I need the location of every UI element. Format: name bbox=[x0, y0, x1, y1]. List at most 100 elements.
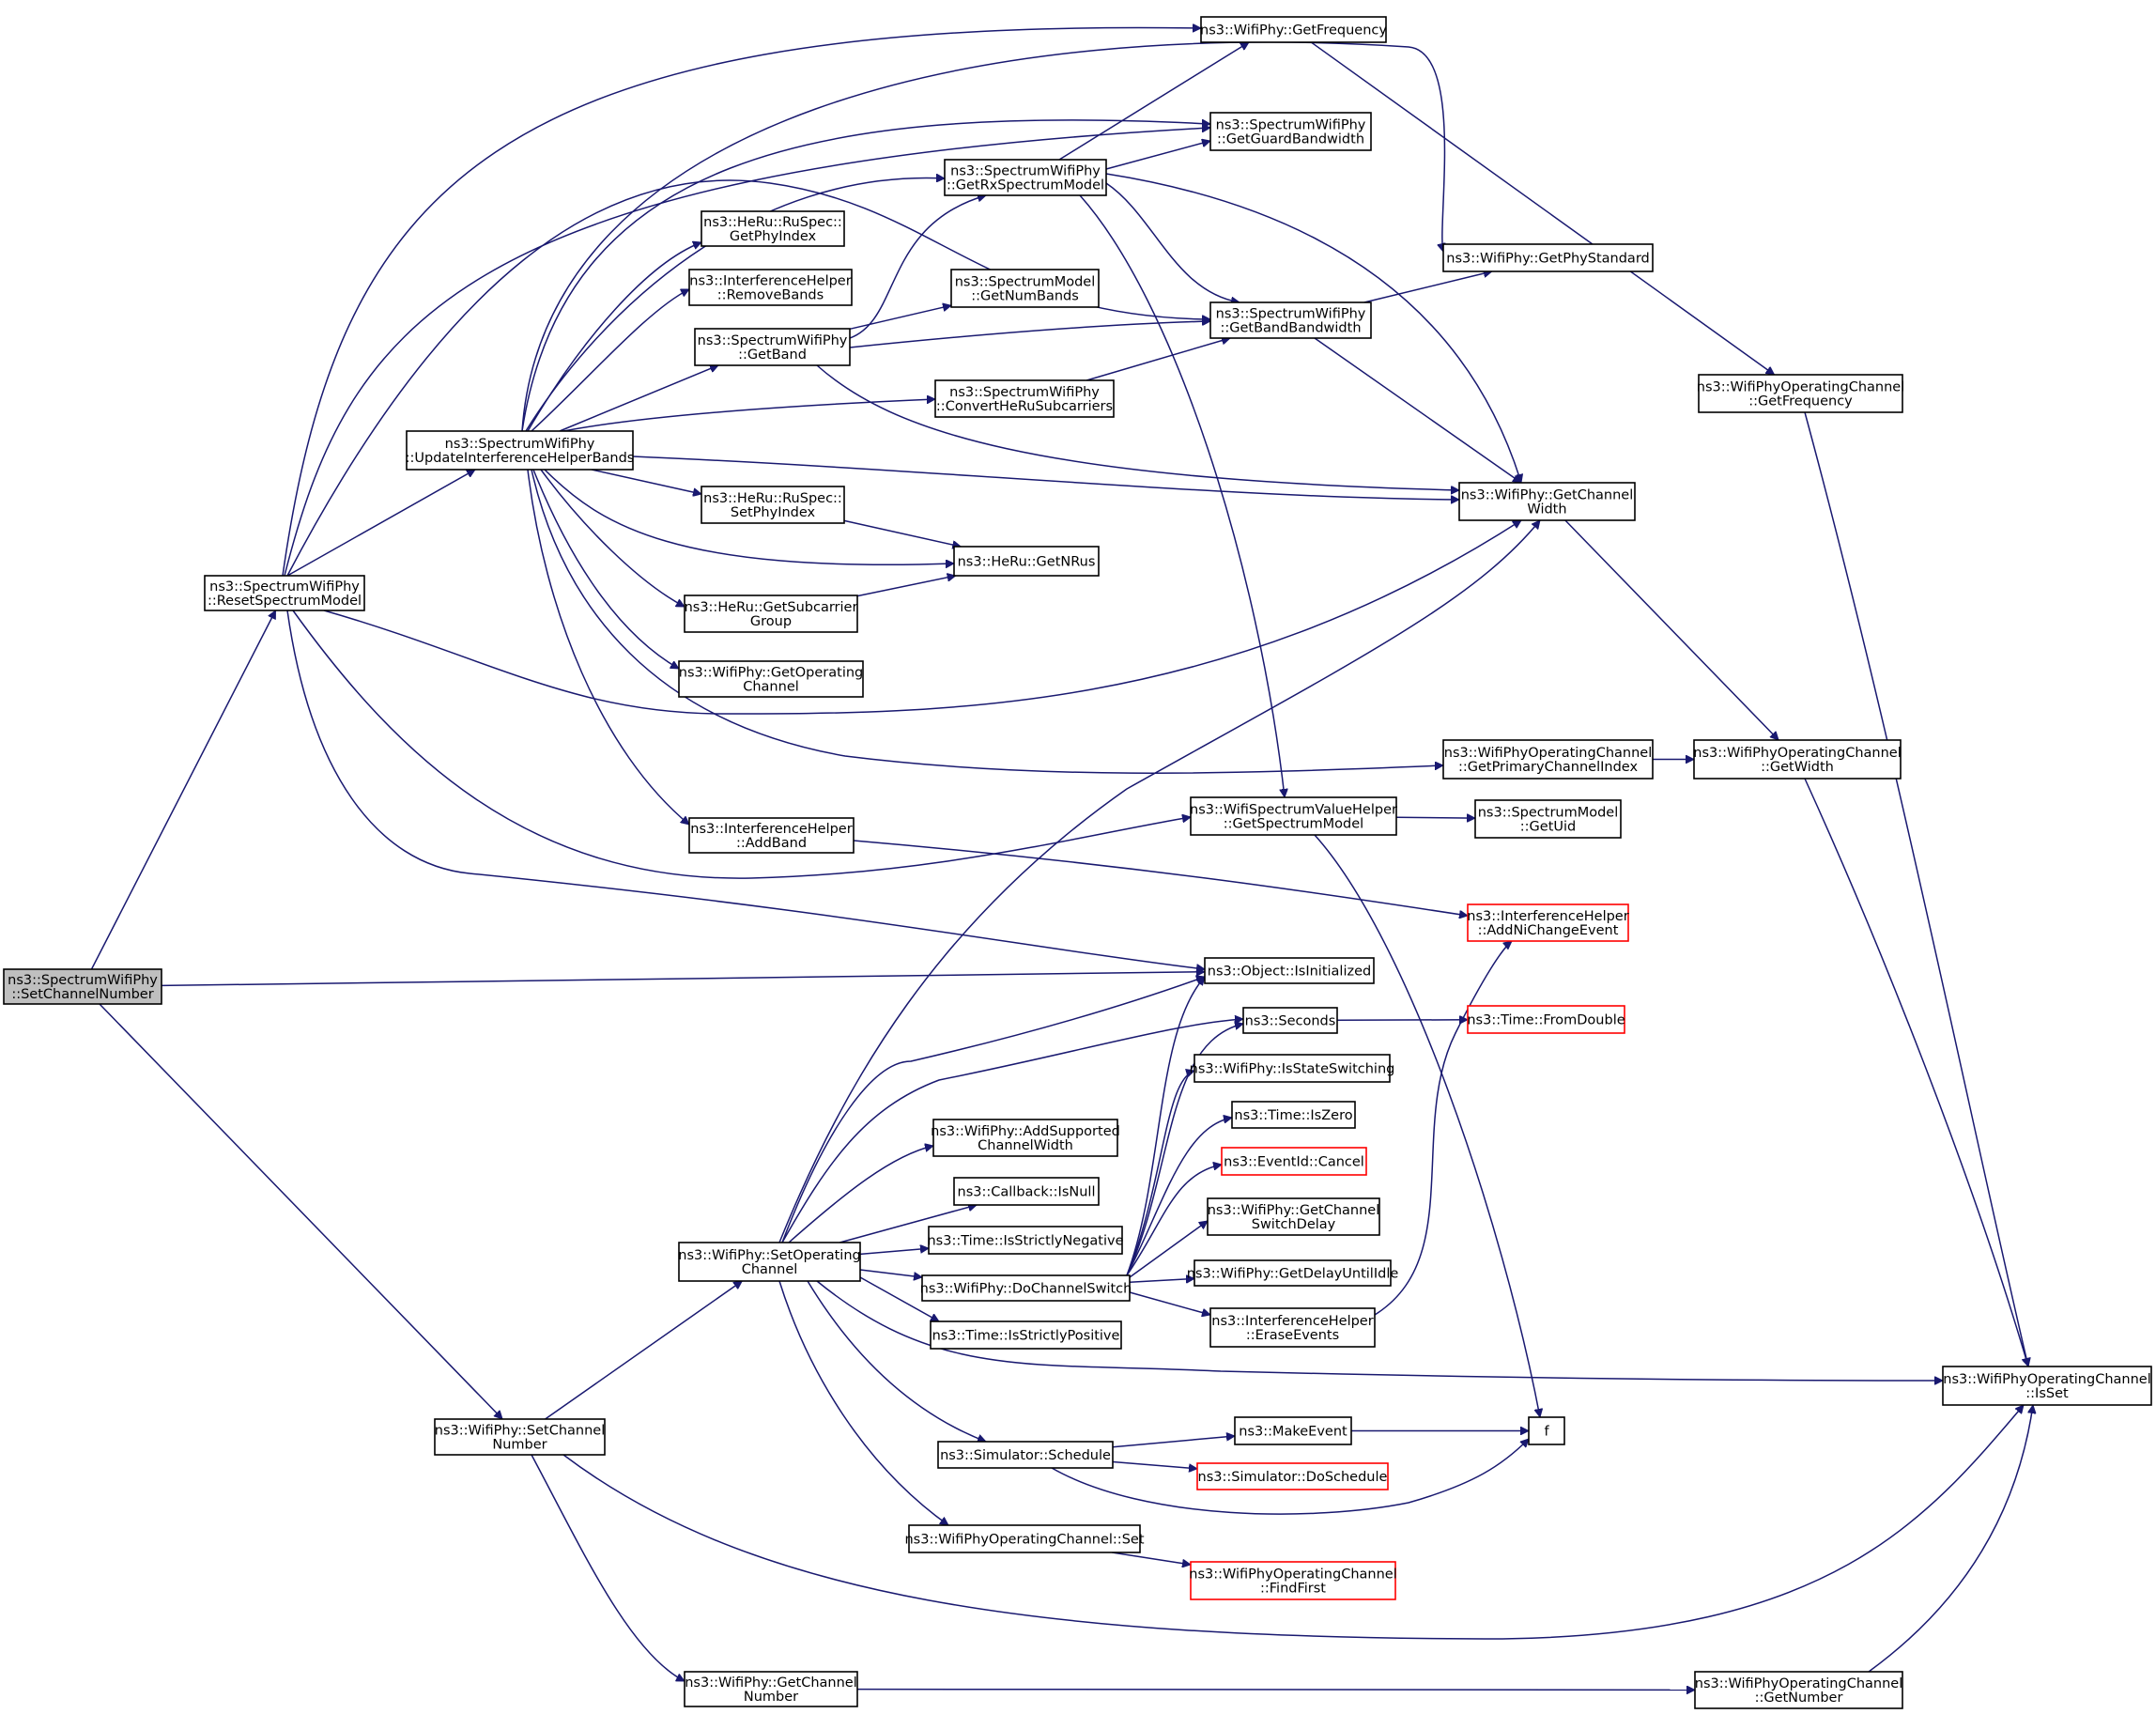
node-wsvgetsm[interactable]: ns3::WifiSpectrumValueHelper::GetSpectru… bbox=[1190, 796, 1397, 836]
node-guardbw[interactable]: ns3::SpectrumWifiPhy::GetGuardBandwidth bbox=[1209, 112, 1372, 151]
node-addband[interactable]: ns3::InterferenceHelper::AddBand bbox=[688, 817, 855, 854]
node-box bbox=[1190, 1561, 1396, 1600]
node-label: ns3::WifiPhyOperatingChannel bbox=[1444, 746, 1652, 761]
node-simsched[interactable]: ns3::Simulator::Schedule bbox=[937, 1441, 1114, 1469]
edge-updbands-to-convheru bbox=[562, 399, 935, 432]
node-box bbox=[1693, 739, 1902, 780]
node-box bbox=[1209, 112, 1372, 151]
node-rugetphy[interactable]: ns3::HeRu::RuSpec::GetPhyIndex bbox=[701, 210, 845, 247]
edge-dochsw-to-erase bbox=[1129, 1291, 1210, 1315]
node-label: Number bbox=[492, 1438, 547, 1453]
node-fromdouble[interactable]: ns3::Time::FromDouble bbox=[1467, 1005, 1625, 1034]
node-box bbox=[1207, 1197, 1380, 1236]
node-primidx[interactable]: ns3::WifiPhyOperatingChannel::GetPrimary… bbox=[1442, 739, 1654, 780]
edge-subgroup-to-getnrus bbox=[856, 576, 956, 597]
edge-bandbw-to-getphystd bbox=[1363, 271, 1492, 303]
node-box bbox=[1458, 482, 1636, 521]
node-label: ns3::InterferenceHelper bbox=[1211, 1314, 1373, 1329]
edge-wsvgetsm-to-smgetuid bbox=[1395, 817, 1475, 818]
node-isstatesw[interactable]: ns3::WifiPhy::IsStateSwitching bbox=[1190, 1054, 1395, 1083]
node-f[interactable]: f bbox=[1528, 1416, 1565, 1445]
node-label: Number bbox=[744, 1690, 798, 1705]
node-bandbw[interactable]: ns3::SpectrumWifiPhy::GetBandBandwidth bbox=[1209, 301, 1372, 339]
node-box bbox=[1190, 796, 1397, 836]
node-label: ::IsSet bbox=[2025, 1386, 2069, 1401]
edge-wocset-to-findfirst bbox=[1112, 1552, 1191, 1565]
node-numbands[interactable]: ns3::SpectrumModel::GetNumBands bbox=[950, 269, 1100, 308]
node-iszero[interactable]: ns3::Time::IsZero bbox=[1231, 1101, 1356, 1129]
node-label: ns3::InterferenceHelper bbox=[1467, 909, 1628, 924]
node-label: ::GetWidth bbox=[1761, 760, 1834, 775]
node-rusetphy[interactable]: ns3::HeRu::RuSpec::SetPhyIndex bbox=[701, 486, 845, 524]
node-dochsw[interactable]: ns3::WifiPhy::DoChannelSwitch bbox=[920, 1274, 1132, 1302]
edge-updbands-to-guardbw bbox=[521, 120, 1210, 432]
node-label: ns3::HeRu::GetNRus bbox=[958, 555, 1096, 570]
edge-setopch-to-isinit bbox=[781, 977, 1205, 1243]
node-cbisnull[interactable]: ns3::Callback::IsNull bbox=[953, 1177, 1100, 1206]
edge-updbands-to-getchwidth bbox=[632, 456, 1459, 500]
node-label: f bbox=[1544, 1425, 1549, 1440]
node-wsetchan[interactable]: ns3::WifiPhy::SetChannelNumber bbox=[434, 1418, 606, 1456]
node-label: SetPhyIndex bbox=[731, 505, 816, 520]
edge-reset-to-updbands bbox=[286, 469, 475, 577]
node-box bbox=[1467, 903, 1629, 942]
edge-setopch-to-strictpos bbox=[859, 1276, 939, 1322]
edge-setopch-to-getchwidth bbox=[778, 520, 1540, 1243]
edge-getband-to-getrxsm bbox=[849, 195, 986, 339]
node-box bbox=[908, 1524, 1141, 1553]
node-convheru[interactable]: ns3::SpectrumWifiPhy::ConvertHeRuSubcarr… bbox=[934, 379, 1115, 418]
node-wocwidth[interactable]: ns3::WifiPhyOperatingChannel::GetWidth bbox=[1693, 739, 1902, 780]
node-evcancel[interactable]: ns3::EventId::Cancel bbox=[1221, 1147, 1367, 1176]
node-box bbox=[944, 159, 1107, 196]
node-seconds[interactable]: ns3::Seconds bbox=[1242, 1007, 1338, 1034]
node-reset[interactable]: ns3::SpectrumWifiPhy::ResetSpectrumModel bbox=[204, 575, 365, 611]
node-dosched[interactable]: ns3::Simulator::DoSchedule bbox=[1196, 1462, 1389, 1490]
node-wocisset[interactable]: ns3::WifiPhyOperatingChannel::IsSet bbox=[1942, 1366, 2152, 1406]
node-box bbox=[1942, 1366, 2152, 1406]
node-wocfreq[interactable]: ns3::WifiPhyOperatingChannel::GetFrequen… bbox=[1697, 374, 1904, 413]
node-label: ns3::InterferenceHelper bbox=[690, 822, 852, 837]
node-label: ns3::WifiPhy::GetChannel bbox=[1208, 1203, 1380, 1218]
node-addnichange[interactable]: ns3::InterferenceHelper::AddNiChangeEven… bbox=[1467, 903, 1629, 942]
edge-getrxsm-to-getfreq bbox=[1058, 41, 1249, 161]
node-findfirst[interactable]: ns3::WifiPhyOperatingChannel::FindFirst bbox=[1189, 1561, 1397, 1600]
edge-updbands-to-wgetopch bbox=[532, 469, 679, 670]
node-label: ::EraseEvents bbox=[1246, 1328, 1339, 1343]
node-label: ns3::Time::IsStrictlyPositive bbox=[932, 1329, 1120, 1344]
edge-getband-to-bandbw bbox=[849, 321, 1210, 348]
node-getrxsm[interactable]: ns3::SpectrumWifiPhy::GetRxSpectrumModel bbox=[944, 159, 1107, 196]
node-label: ns3::WifiPhy::DoChannelSwitch bbox=[920, 1282, 1132, 1297]
node-updbands[interactable]: ns3::SpectrumWifiPhy::UpdateInterference… bbox=[406, 430, 635, 471]
node-delayidle[interactable]: ns3::WifiPhy::GetDelayUntilIdle bbox=[1187, 1259, 1399, 1287]
node-makeev[interactable]: ns3::MakeEvent bbox=[1234, 1416, 1352, 1445]
node-label: ns3::MakeEvent bbox=[1239, 1425, 1348, 1440]
node-root[interactable]: ns3::SpectrumWifiPhy::SetChannelNumber bbox=[3, 968, 162, 1005]
edge-simsched-to-dosched bbox=[1112, 1460, 1197, 1469]
node-getphystd[interactable]: ns3::WifiPhy::GetPhyStandard bbox=[1442, 243, 1654, 272]
node-getband[interactable]: ns3::SpectrumWifiPhy::GetBand bbox=[694, 328, 851, 366]
node-box bbox=[953, 546, 1100, 577]
node-box bbox=[1209, 1307, 1376, 1348]
node-strictpos[interactable]: ns3::Time::IsStrictlyPositive bbox=[930, 1320, 1122, 1350]
node-removebands[interactable]: ns3::InterferenceHelper::RemoveBands bbox=[688, 269, 853, 306]
node-box bbox=[1194, 1259, 1392, 1287]
node-smgetuid[interactable]: ns3::SpectrumModel::GetUid bbox=[1474, 799, 1622, 839]
node-erase[interactable]: ns3::InterferenceHelper::EraseEvents bbox=[1209, 1307, 1376, 1348]
node-isinit[interactable]: ns3::Object::IsInitialized bbox=[1204, 957, 1375, 984]
node-box bbox=[1221, 1147, 1367, 1176]
node-wocset[interactable]: ns3::WifiPhyOperatingChannel::Set bbox=[904, 1524, 1145, 1553]
node-getnrus[interactable]: ns3::HeRu::GetNRus bbox=[953, 546, 1100, 577]
node-wocgetnum[interactable]: ns3::WifiPhyOperatingChannel::GetNumber bbox=[1694, 1671, 1903, 1709]
node-box bbox=[1196, 1462, 1389, 1490]
edge-updbands-to-primidx bbox=[531, 469, 1443, 774]
node-getfreq[interactable]: ns3::WifiPhy::GetFrequency bbox=[1200, 16, 1387, 43]
node-box bbox=[932, 1119, 1118, 1157]
node-strictneg[interactable]: ns3::Time::IsStrictlyNegative bbox=[927, 1226, 1124, 1255]
